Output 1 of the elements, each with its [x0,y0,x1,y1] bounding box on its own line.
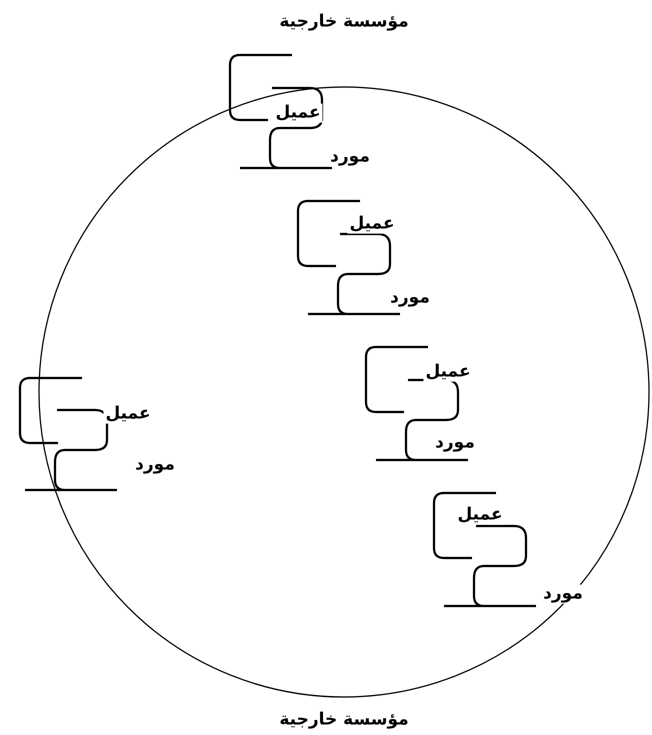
role-label: مورد [541,584,585,604]
